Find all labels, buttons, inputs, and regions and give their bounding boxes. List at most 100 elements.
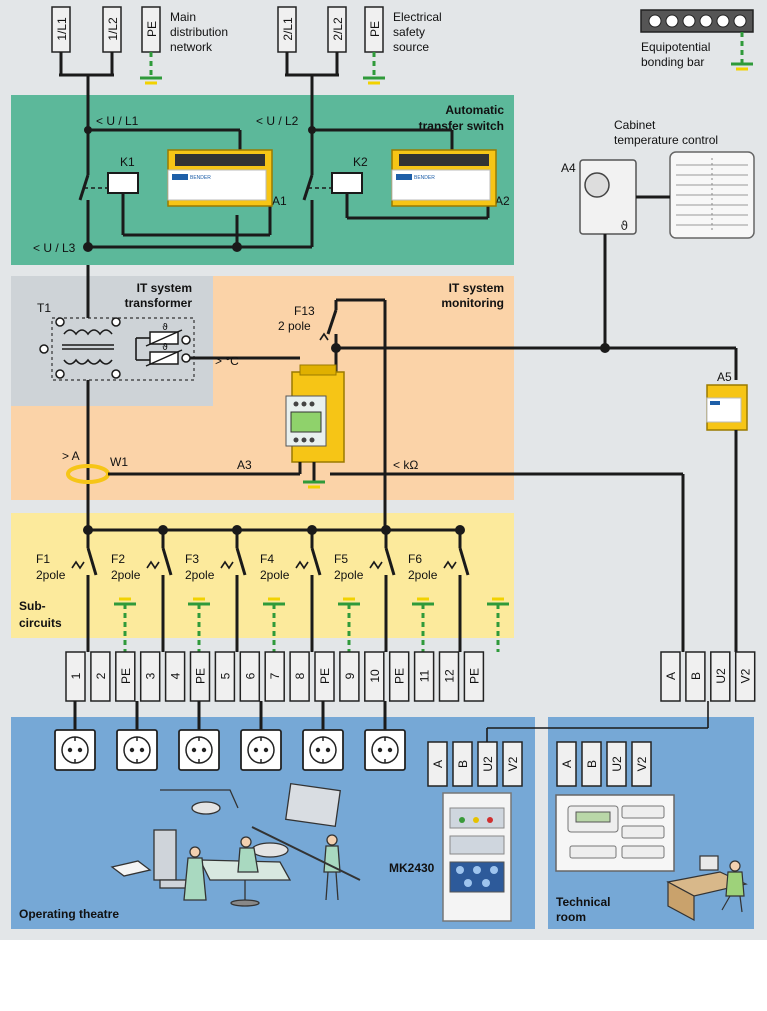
cabinet-title-1: Cabinet — [614, 118, 656, 132]
socket-outlet-3 — [178, 701, 220, 771]
breaker-name: F4 — [260, 552, 274, 566]
terminal-b: B — [685, 651, 706, 702]
cabinet-temperature-control: Cabinet temperature control A4 ϑ A5 — [336, 118, 755, 652]
technical-room-panel — [555, 794, 675, 872]
tech-terminal-label: V2 — [635, 756, 649, 771]
subcircuit-pe-6 — [487, 597, 509, 652]
terminal-12: 12 — [438, 651, 460, 702]
terminal-label: 4 — [169, 672, 183, 679]
breaker-f2: F2 2pole — [111, 525, 173, 652]
device-a5 — [706, 384, 748, 431]
socket-outlet-5 — [302, 701, 344, 771]
terminal-label: 2 — [94, 672, 108, 679]
terminal-label: 5 — [218, 672, 232, 679]
temp-label: > °C — [215, 354, 239, 368]
terminal-label: V2 — [739, 668, 753, 683]
breaker-name: F5 — [334, 552, 348, 566]
mk-terminal-label: B — [456, 760, 470, 768]
k2-label: K2 — [353, 155, 368, 169]
it-transformer-title-1: IT system — [137, 281, 192, 295]
mk-terminal-label: U2 — [481, 756, 495, 772]
mk2430-label: MK2430 — [389, 861, 435, 875]
main-network-label-1: Main — [170, 10, 196, 24]
terminal-10: 10 — [364, 651, 385, 702]
supply-wiring — [59, 52, 385, 175]
terminal-label: PE — [467, 668, 481, 684]
tech-terminal-a: A — [556, 741, 577, 787]
terminal-1-l1-label: 1/L1 — [55, 17, 69, 41]
terminal-label: PE — [393, 668, 407, 684]
bonding-label-2: bonding bar — [641, 55, 704, 69]
terminal-label: 7 — [268, 672, 282, 679]
terminal-8: 8 — [289, 651, 310, 702]
breaker-f4: F4 2pole — [260, 525, 322, 652]
f13-pole-label: 2 pole — [278, 319, 311, 333]
terminal-label: B — [689, 672, 703, 680]
terminal-pe: PE — [189, 651, 211, 702]
ga-label: > A — [62, 449, 80, 463]
subcircuit-pe-2 — [188, 597, 210, 652]
terminal-5: 5 — [214, 651, 236, 702]
mk-terminal-label: V2 — [506, 756, 520, 771]
terminal-11: 11 — [413, 651, 435, 702]
subcircuits-title-2: circuits — [19, 616, 62, 630]
u-l2-label: < U / L2 — [256, 114, 299, 128]
a1-label: A1 — [272, 194, 287, 208]
breaker-pole: 2pole — [111, 568, 141, 582]
terminal-label: A — [664, 672, 678, 680]
device-a1: BENDER — [167, 149, 273, 207]
room-wiring — [486, 701, 709, 742]
socket-outlet-2 — [116, 701, 158, 771]
u-l1-label: < U / L1 — [96, 114, 139, 128]
breaker-name: F2 — [111, 552, 125, 566]
it-system-transformer: IT system transformer T1 ϑ ϑ > °C — [37, 265, 300, 530]
subcircuit-pe-5 — [412, 597, 434, 652]
terminal-label: 10 — [368, 669, 382, 683]
mk-terminal-b: B — [452, 741, 473, 787]
safety-source-label-3: source — [393, 40, 429, 54]
cabinet-title-2: temperature control — [614, 133, 718, 147]
terminal-pe-1-label: PE — [145, 21, 159, 37]
safety-source-label-1: Electrical — [393, 10, 442, 24]
breaker-name: F1 — [36, 552, 50, 566]
k1-label: K1 — [120, 155, 135, 169]
mk-terminal-a: A — [427, 741, 448, 787]
tech-terminal-u2: U2 — [606, 741, 627, 787]
subcircuit-pe-3 — [263, 597, 285, 652]
terminal-label: PE — [194, 668, 208, 684]
u-l3-label: < U / L3 — [33, 241, 76, 255]
technician-workstation — [666, 855, 748, 922]
socket-outlet-4 — [240, 701, 282, 771]
tech-terminal-label: B — [585, 760, 599, 768]
a2-label: A2 — [495, 194, 510, 208]
it-system-monitoring: IT system monitoring F13 2 pole > A — [62, 281, 685, 652]
terminal-label: 12 — [443, 669, 457, 683]
breaker-name: F6 — [408, 552, 422, 566]
w1-label: W1 — [110, 455, 128, 469]
sensor-theta-1: ϑ — [162, 323, 168, 333]
terminal-3: 3 — [139, 651, 161, 702]
subcircuits-title-1: Sub- — [19, 599, 46, 613]
breaker-f6: F6 2pole — [408, 525, 470, 652]
tech-terminal-label: U2 — [610, 756, 624, 772]
terminal-label: 8 — [293, 672, 307, 679]
socket-outlets — [54, 701, 406, 771]
socket-outlet-6 — [364, 701, 406, 771]
it-transformer-title-2: transformer — [125, 296, 193, 310]
socket-outlet-1 — [54, 701, 96, 771]
terminal-label: 6 — [243, 672, 257, 679]
terminal-pe: PE — [115, 651, 136, 702]
safety-source-label-2: safety — [393, 25, 425, 39]
equipotential-bonding-bar: Equipotential bonding bar — [640, 9, 754, 71]
breaker-pole: 2pole — [260, 568, 290, 582]
terminal-2-l1-label: 2/L1 — [281, 17, 295, 41]
a3-label: A3 — [237, 458, 252, 472]
mk-terminal-u2: U2 — [477, 741, 498, 787]
f13-label: F13 — [294, 304, 315, 318]
breaker-pole: 2pole — [408, 568, 438, 582]
thermostat-symbol: ϑ — [621, 219, 628, 233]
